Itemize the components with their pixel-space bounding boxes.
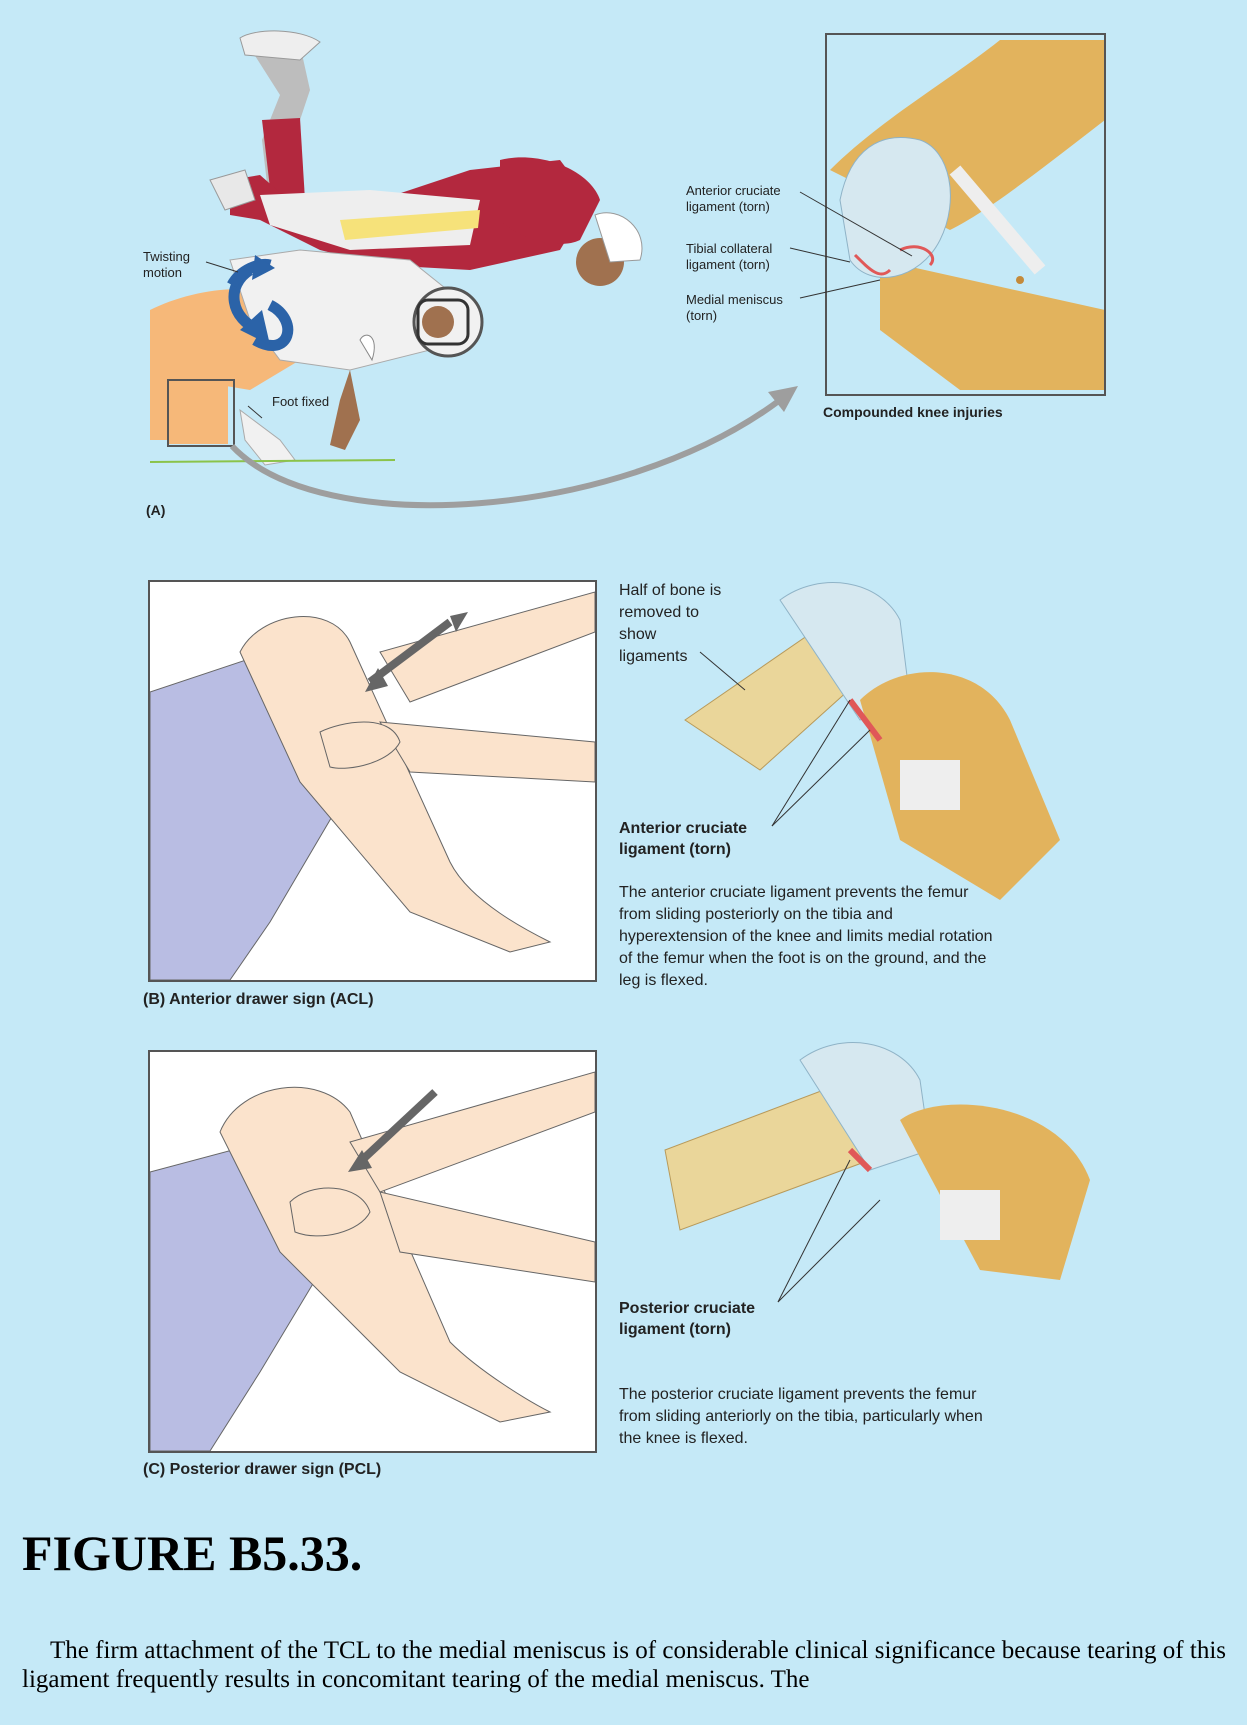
acl-torn-label: Anterior cruciate ligament (torn) xyxy=(686,183,804,215)
body-paragraph: The firm attachment of the TCL to the me… xyxy=(22,1636,1226,1694)
panel-a-letter: (A) xyxy=(146,502,165,518)
tackler-player xyxy=(210,31,642,286)
pcl-description: The posterior cruciate ligament prevents… xyxy=(619,1384,999,1450)
knee-inset-illustration xyxy=(826,34,1105,395)
posterior-drawer-frame xyxy=(148,1050,597,1453)
zoom-arrow xyxy=(232,400,780,505)
ball-carrier-player xyxy=(150,250,482,465)
anterior-drawer-illustration xyxy=(150,582,595,980)
half-bone-label: Half of bone is removed to show ligament… xyxy=(619,580,729,668)
acl-torn-label-b: Anterior cruciate ligament (torn) xyxy=(619,818,779,860)
panel-b-caption: (B) Anterior drawer sign (ACL) xyxy=(143,991,374,1009)
medial-meniscus-torn-label: Medial meniscus (torn) xyxy=(686,292,804,324)
foot-fixed-label: Foot fixed xyxy=(272,394,329,410)
pcl-torn-label: Posterior cruciate ligament (torn) xyxy=(619,1298,779,1340)
anterior-drawer-frame xyxy=(148,580,597,982)
acl-description: The anterior cruciate ligament prevents … xyxy=(619,882,999,992)
panel-c-caption: (C) Posterior drawer sign (PCL) xyxy=(143,1461,381,1479)
inset-caption: Compounded knee injuries xyxy=(823,404,1003,420)
posterior-drawer-illustration xyxy=(150,1052,595,1451)
twisting-motion-label: Twisting motion xyxy=(143,249,215,281)
figure-title: FIGURE B5.33. xyxy=(22,1524,362,1582)
tcl-torn-label: Tibial collateral ligament (torn) xyxy=(686,241,796,273)
